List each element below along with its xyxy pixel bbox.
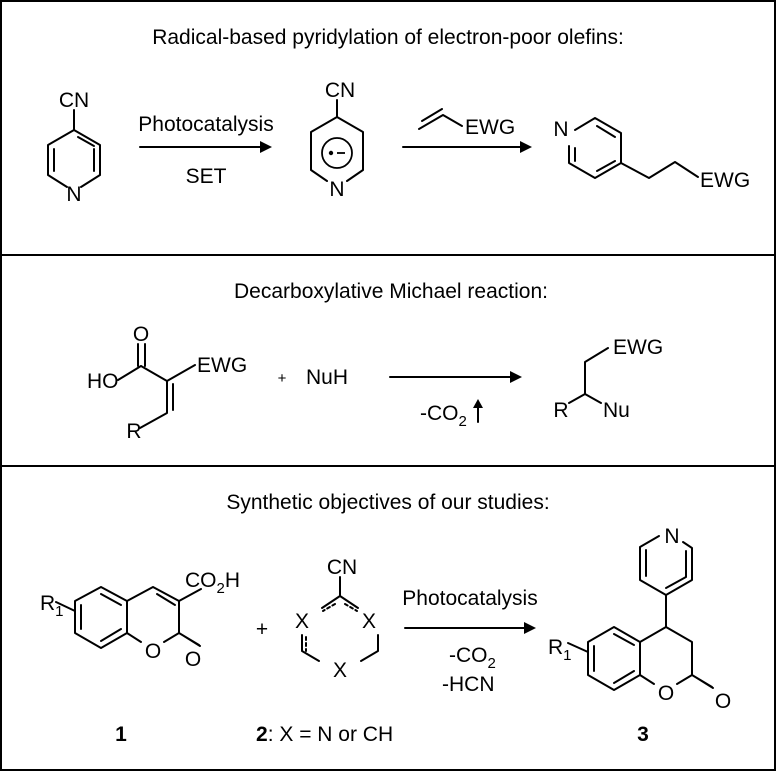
radical-anion-circle (321, 137, 353, 169)
heteroaryl-ring-bonds (301, 576, 379, 662)
product-pyridyl-double (645, 549, 687, 589)
radical-anion-structure: CN N (310, 79, 364, 201)
acid-substrate-structure: O HO EWG R (87, 323, 247, 443)
heteroaryl-x-bottom-label: X (333, 659, 347, 682)
heteroaryl-nitrile-structure: CN X X X (295, 556, 379, 682)
coumarin-carbonyl-o-label: O (185, 648, 201, 671)
michael-product-bonds (568, 347, 609, 404)
heteroaryl-dashed-bonds (305, 603, 358, 652)
pyridylation-product-structure: N EWG (553, 117, 750, 192)
arrow-3-condition-below-1: -CO2 (449, 644, 496, 672)
product-ring-bonds (568, 117, 699, 179)
compound-label-1: 1 (115, 723, 127, 746)
acid-ho-label: HO (87, 370, 119, 393)
acid-ewg-label: EWG (197, 354, 247, 377)
arrow-decarboxylation: -CO2 (389, 371, 522, 430)
product-ring-o-label: O (658, 682, 674, 705)
arrow-2-condition: -CO2 (420, 402, 467, 430)
cyanopyridine-n-label: N (66, 183, 81, 206)
panel-1-title: Radical-based pyridylation of electron-p… (152, 26, 624, 49)
coumarin-substituents (55, 588, 202, 647)
coumarin-benzo-double (80, 593, 122, 642)
panel-2-title: Decarboxylative Michael reaction: (234, 280, 548, 303)
coumarin-benzo-ring (74, 586, 128, 649)
michael-product-ewg-label: EWG (613, 336, 663, 359)
panel-decarboxylative-michael: Decarboxylative Michael reaction: O HO E… (87, 280, 663, 443)
michael-product-nu-label: Nu (603, 399, 630, 422)
dihydrocoumarin-product-structure: N R1 O O (548, 525, 731, 713)
coumarin-alkene-double (156, 593, 176, 606)
product-benzo-double (593, 633, 635, 684)
compound-label-2: 2: X = N or CH (256, 723, 393, 746)
product-ewg-label: EWG (700, 169, 750, 192)
product-n-label: N (553, 118, 568, 141)
product-carbonyl-o-label: O (715, 690, 731, 713)
plus-sign-1: + (278, 370, 287, 387)
product-pyridyl-n-label: N (664, 525, 679, 548)
panel-frame-3 (0, 465, 776, 771)
coumarin-acid-structure: R1 CO2H O O (40, 569, 240, 671)
compound-label-3: 3 (637, 723, 649, 746)
product-double-bonds (574, 125, 616, 172)
heteroaryl-x-left-label: X (295, 610, 309, 633)
panel-pyridylation: Radical-based pyridylation of electron-p… (47, 26, 750, 206)
acid-r-label: R (126, 420, 141, 443)
product-lactone-ring (639, 626, 693, 685)
arrow-photocatalysis-set: Photocatalysis SET (138, 113, 273, 188)
olefin-bonds (418, 108, 463, 130)
michael-product-r-label: R (553, 399, 568, 422)
arrow-3-condition-below-2: -HCN (442, 673, 495, 696)
acid-bonds (117, 343, 196, 429)
olefin-ewg-label: EWG (465, 116, 515, 139)
acid-carbonyl-o-label: O (133, 323, 149, 346)
arrow-photocatalysis: Photocatalysis -CO2 -HCN (402, 587, 537, 696)
radical-anion-cn-label: CN (325, 79, 355, 102)
product-benzo-ring (587, 626, 641, 691)
arrow-1-condition-above: Photocatalysis (138, 113, 273, 136)
arrow-olefin-addition: EWG (402, 108, 532, 153)
coumarin-ring-o-label: O (145, 640, 161, 663)
arrow-1-condition-below: SET (186, 165, 227, 188)
arrow-3-condition-above: Photocatalysis (402, 587, 537, 610)
radical-anion-n-label: N (329, 178, 344, 201)
radical-anion-ring-bonds (310, 99, 364, 182)
radical-dot (328, 150, 334, 156)
coumarin-pyranone-ring (126, 586, 180, 643)
heteroaryl-cn-label: CN (327, 556, 357, 579)
panel-3-title: Synthetic objectives of our studies: (226, 491, 549, 514)
cyanopyridine-ring-bonds (47, 109, 101, 188)
cyanopyridine-double-bonds (53, 136, 95, 172)
product-r1-label: R1 (548, 636, 572, 664)
product-r1-bond (567, 642, 589, 653)
plus-sign-2: + (256, 618, 268, 641)
coumarin-co2h-label: CO2H (185, 569, 240, 597)
nucleophile-label: NuH (306, 366, 348, 389)
cyanopyridine-structure: CN N (47, 89, 101, 206)
product-carbonyl (691, 674, 714, 689)
cyanopyridine-cn-label: CN (59, 89, 89, 112)
panel-synthetic-objectives: Synthetic objectives of our studies: R1 … (40, 491, 731, 746)
coumarin-r1-label: R1 (40, 592, 64, 620)
heteroaryl-x-right-label: X (362, 610, 376, 633)
michael-product-structure: EWG R Nu (553, 336, 663, 422)
